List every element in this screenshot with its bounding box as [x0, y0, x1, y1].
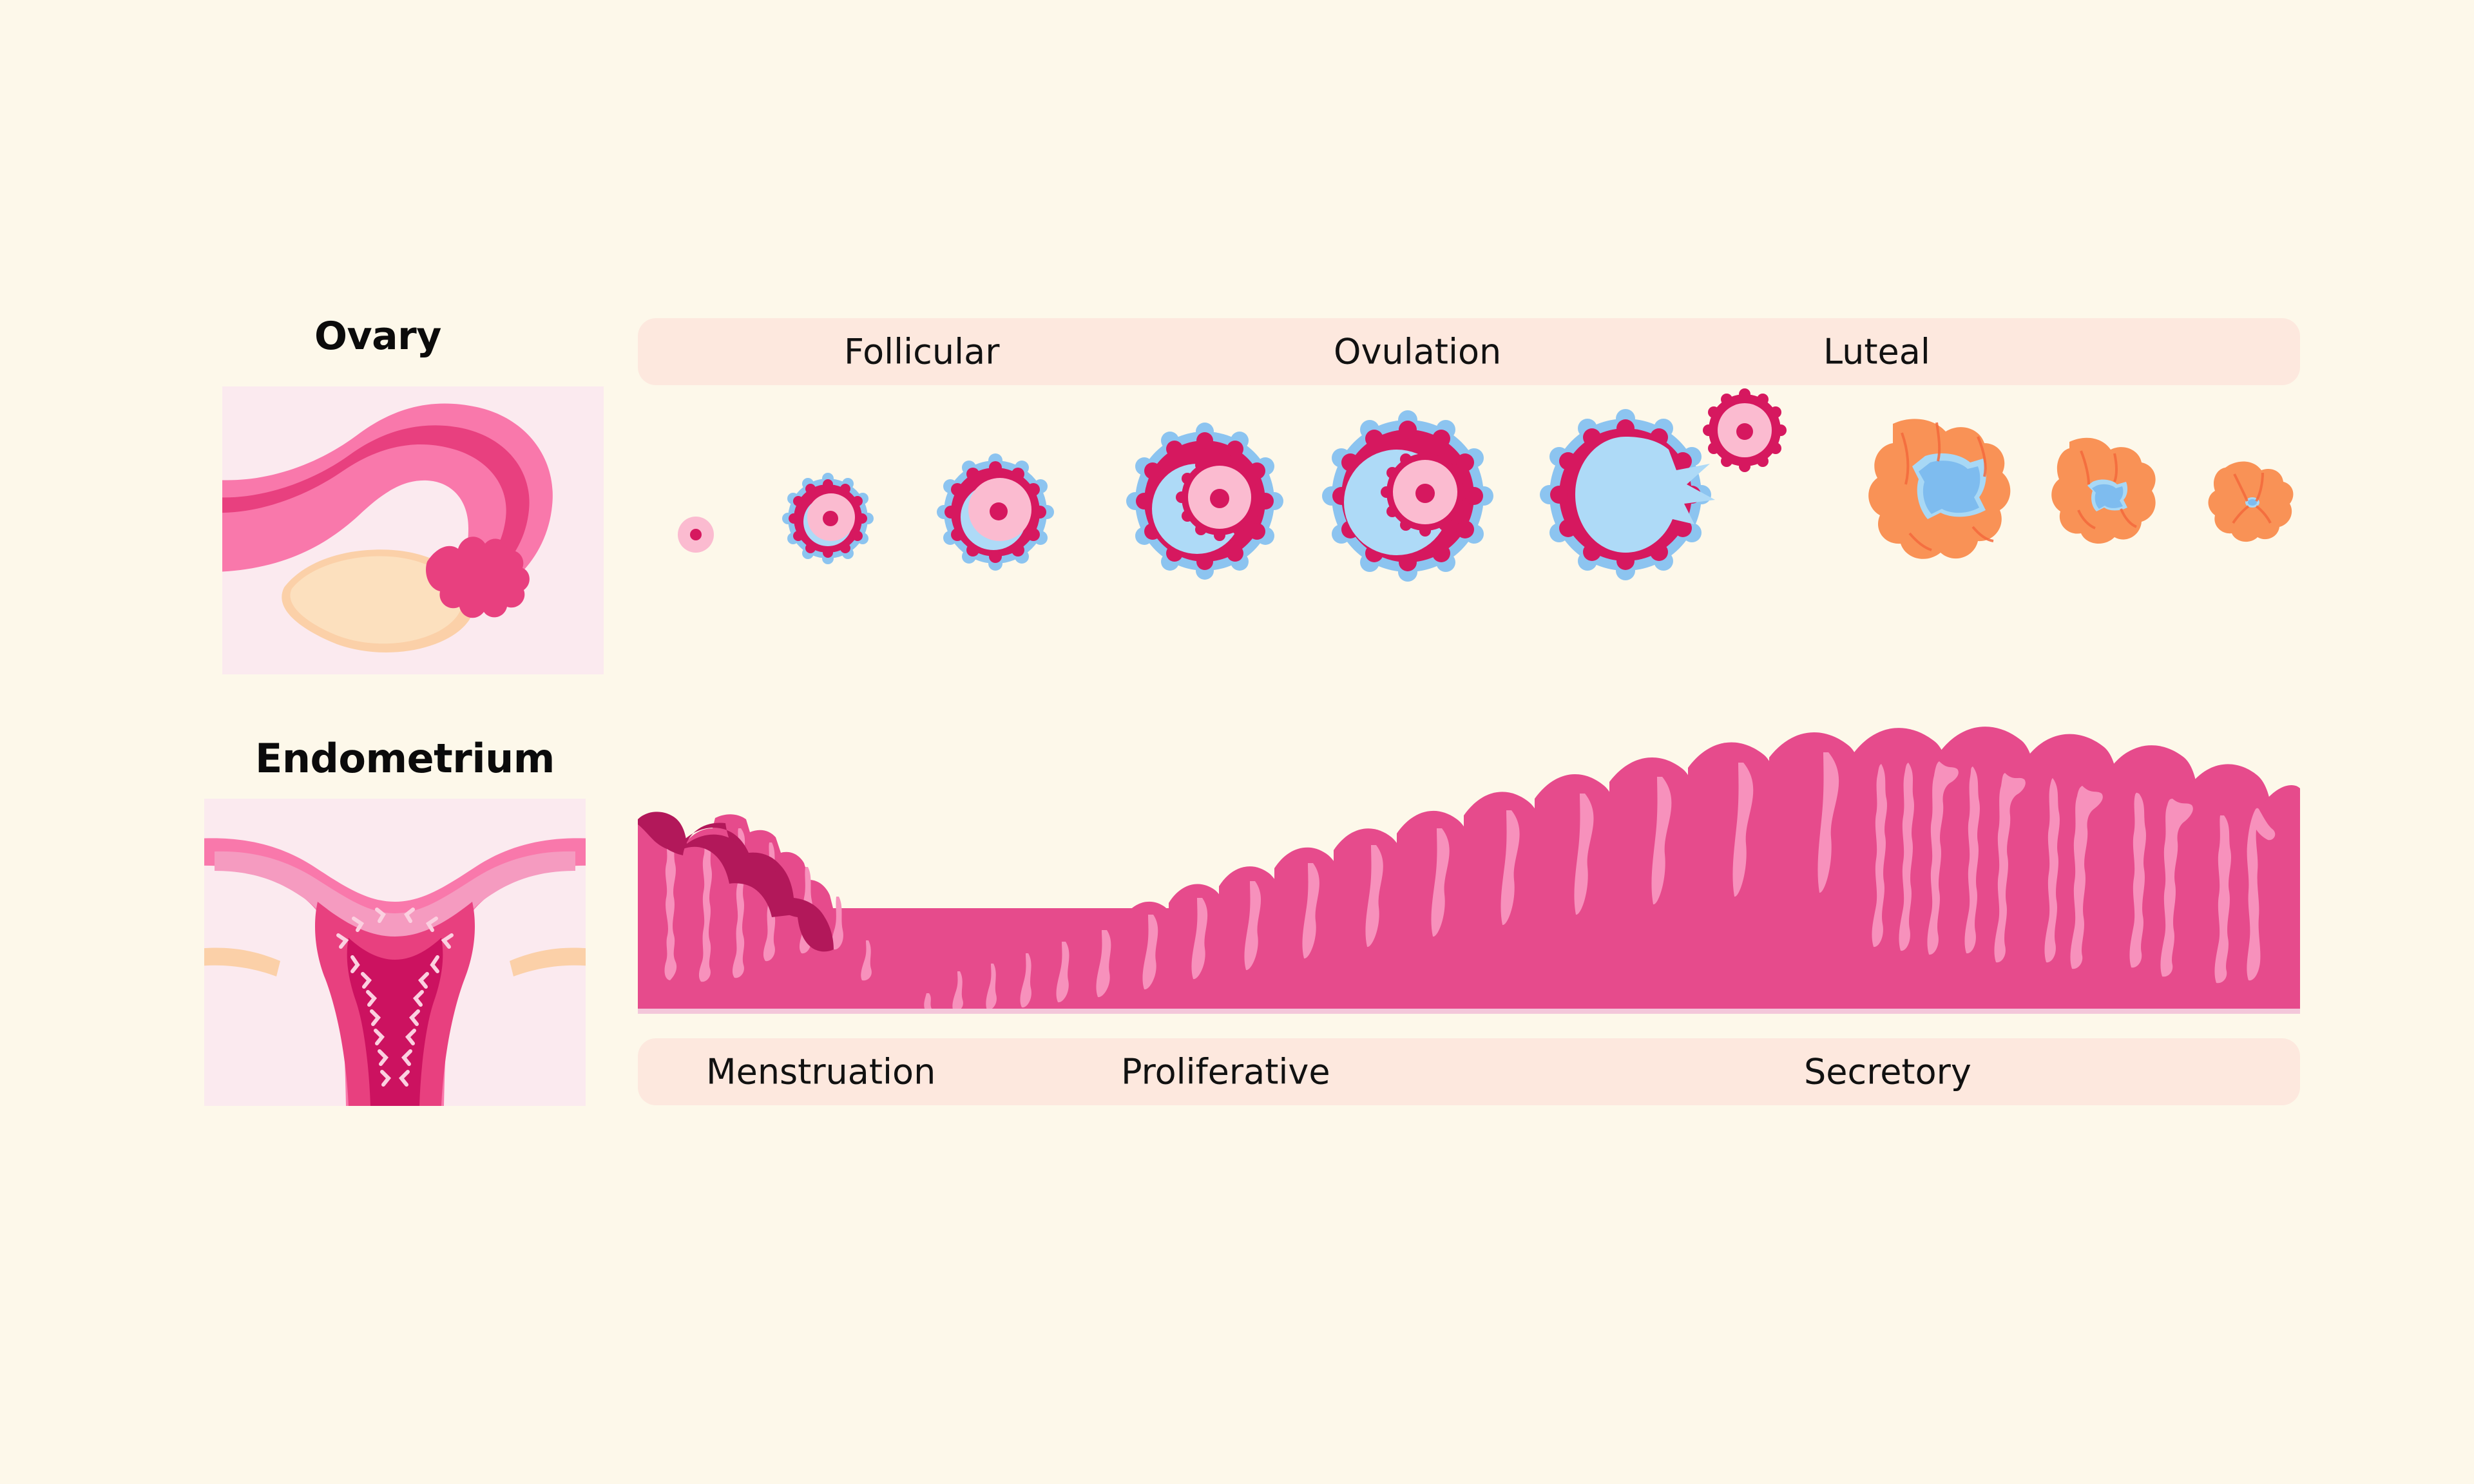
ovary-section-title: Ovary — [314, 314, 441, 359]
endometrium-thickness-strip — [638, 696, 2300, 1018]
stage-corpus-luteum-mature — [1868, 419, 2011, 559]
phase-label-luteal: Luteal — [1823, 331, 1930, 372]
stage-primordial-follicle — [678, 517, 714, 553]
phase-label-proliferative: Proliferative — [1121, 1051, 1330, 1092]
phase-label-ovulation: Ovulation — [1334, 331, 1502, 372]
stage-primary-follicle — [782, 473, 874, 564]
phase-label-secretory: Secretory — [1804, 1051, 1971, 1092]
stage-ruptured-follicle-ovulation — [1540, 409, 1715, 580]
stage-released-ovum — [1703, 388, 1787, 472]
stage-corpus-luteum-regressing — [2051, 437, 2156, 544]
ovary-with-fallopian-tube-illustration — [222, 386, 604, 674]
ovary-phase-bar: Follicular Ovulation Luteal — [638, 318, 2300, 385]
endometrium-phase-bar: Menstruation Proliferative Secretory — [638, 1038, 2300, 1105]
phase-label-follicular: Follicular — [844, 331, 1000, 372]
stage-graafian-follicle — [1322, 410, 1493, 582]
phase-label-menstruation: Menstruation — [706, 1051, 936, 1092]
ovarian-follicle-stage-row — [638, 386, 2300, 618]
stage-secondary-follicle — [937, 453, 1054, 571]
uterus-cross-section-illustration — [204, 799, 586, 1106]
stage-tertiary-follicle — [1126, 423, 1283, 580]
endometrium-section-title: Endometrium — [255, 735, 555, 782]
stage-corpus-albicans-early — [2208, 461, 2294, 542]
